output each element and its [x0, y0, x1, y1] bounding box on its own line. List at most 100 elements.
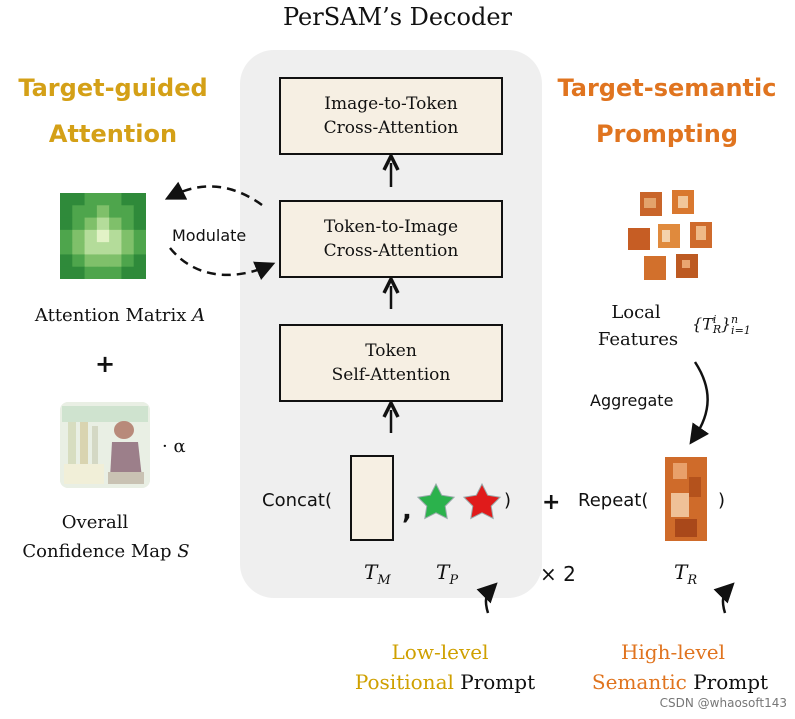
heatmap-cell [96, 242, 110, 255]
heatmap-cell [60, 266, 73, 280]
heatmap-cell [133, 193, 147, 206]
heatmap-cell [72, 205, 86, 219]
set-sup: i [712, 313, 717, 326]
local-features-line1: Local [611, 302, 661, 323]
heatmap-cell [121, 242, 135, 255]
heatmap-cell [84, 266, 98, 280]
heatmap-cell [109, 254, 122, 268]
confidence-symbol: S [177, 541, 190, 562]
heatmap-cell [84, 217, 98, 231]
box-label-line2: Self-Attention [331, 365, 451, 385]
right-heading-line2: Prompting [595, 120, 739, 148]
heatmap-cell [72, 217, 86, 231]
repeat-count-label: × 2 [540, 562, 576, 586]
target-token-svg [665, 457, 707, 541]
set-sub: R [712, 323, 722, 336]
tp-subscript: P [449, 573, 459, 588]
figure-title: PerSAM’s Decoder [282, 3, 513, 31]
semantic-word: Semantic [591, 670, 687, 694]
target-token-image [665, 457, 707, 541]
heatmap-cell [133, 266, 147, 280]
right-heading-line1: Target-semantic [557, 74, 777, 102]
heatmap-cell [60, 229, 73, 243]
box-label-line1: Token [365, 341, 417, 361]
left-heading-line2: Attention [48, 120, 178, 148]
semantic-prompt-label: Semantic Prompt [570, 670, 790, 694]
box-label-line2: Cross-Attention [323, 118, 459, 138]
confidence-text: Confidence Map [22, 541, 178, 562]
red-star-icon [462, 482, 502, 520]
local-feature-patches [624, 190, 728, 282]
heatmap-cell [109, 229, 122, 243]
concat-comma: , [402, 496, 412, 526]
heatmap-cell [84, 193, 98, 206]
aggregate-arrow [689, 361, 710, 445]
heatmap-cell [96, 254, 110, 268]
tr-symbol: T [674, 560, 688, 584]
heatmap-cell [60, 217, 73, 231]
heatmap-cell [84, 254, 98, 268]
heatmap-cell [109, 205, 122, 219]
heatmap-cell [109, 193, 122, 206]
tp-label: TP [436, 560, 458, 588]
heatmap-cell [121, 193, 135, 206]
heatmap-cell [96, 217, 110, 231]
box-label-line1: Token-to-Image [323, 217, 459, 237]
modulate-arrow-to-decoder [169, 247, 276, 280]
image-to-token-box: Image-to-Token Cross-Attention [279, 77, 503, 155]
left-plus-sign: + [95, 350, 116, 378]
watermark: CSDN @whaosoft143 [659, 696, 787, 710]
heatmap-cell [133, 205, 147, 219]
repeat-label: Repeat( [578, 490, 649, 511]
heatmap-cell [109, 266, 122, 280]
tm-symbol: T [364, 560, 378, 584]
attention-matrix-heatmap [60, 193, 147, 280]
heatmap-cell [60, 242, 73, 255]
left-heading-line1: Target-guided [18, 74, 208, 102]
heatmap-cell [121, 205, 135, 219]
heatmap-cell [72, 242, 86, 255]
tm-subscript: M [377, 573, 391, 588]
heatmap-cell [133, 242, 147, 255]
set-open: {T [692, 314, 713, 334]
heatmap-cell [133, 229, 147, 243]
right-plus-sign: + [542, 490, 561, 515]
heatmap-cell [96, 193, 110, 206]
box-label-line1: Image-to-Token [324, 94, 458, 114]
attention-symbol: A [192, 305, 206, 326]
confidence-label-line2: Confidence Map S [0, 541, 212, 562]
heatmap-cell [121, 266, 135, 280]
modulate-label: Modulate [172, 226, 247, 245]
token-self-attention-box: Token Self-Attention [279, 324, 503, 402]
heatmap-cell [96, 229, 110, 243]
heatmap-cell [72, 229, 86, 243]
heatmap-cell [121, 229, 135, 243]
heatmap-cell [72, 266, 86, 280]
heatmap-cell [133, 217, 147, 231]
tr-label: TR [674, 560, 697, 588]
positional-prompt-word: Prompt [453, 670, 536, 694]
heatmap-cell [84, 205, 98, 219]
confidence-map-image [60, 402, 150, 488]
heatmap-cell [84, 229, 98, 243]
heatmap-cell [96, 205, 110, 219]
heatmap-cell [60, 205, 73, 219]
positional-word: Positional [354, 670, 454, 694]
set-close: } [720, 314, 732, 334]
attention-matrix-text: Attention Matrix [34, 305, 193, 326]
heatmap-cell [60, 193, 73, 206]
heatmap-cell [72, 193, 86, 206]
box-label-line2: Cross-Attention [323, 241, 459, 261]
confidence-map-svg [60, 402, 150, 488]
heatmap-cell [72, 254, 86, 268]
token-to-image-box: Token-to-Image Cross-Attention [279, 200, 503, 278]
tm-label: TM [364, 560, 391, 588]
repeat-close-paren: ) [718, 490, 726, 511]
confidence-label-line1: Overall [61, 512, 129, 533]
high-level-label: High-level [620, 640, 726, 664]
